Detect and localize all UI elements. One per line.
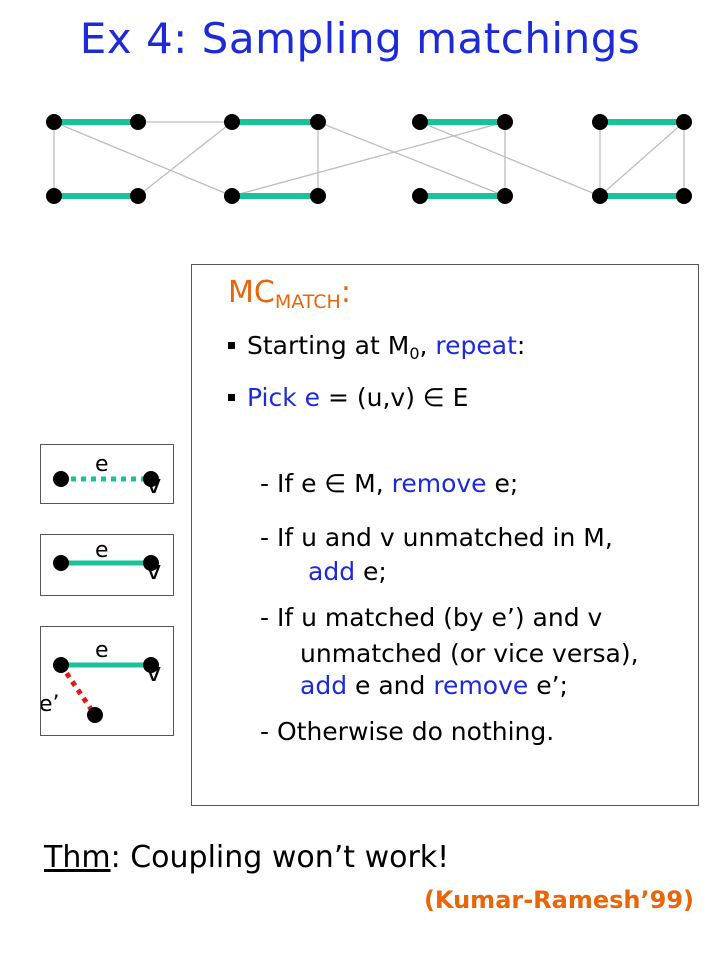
graph-edge xyxy=(231,121,506,197)
case-remove-diagram: u v e xyxy=(53,452,161,500)
graph-node xyxy=(310,188,326,204)
node-u xyxy=(53,555,69,571)
graph-node xyxy=(592,188,608,204)
rule-swap-line2: unmatched (or vice versa), xyxy=(300,639,639,668)
case-swap-diagram: u v e e’ xyxy=(41,638,161,723)
bullet-starting: Starting at M0, repeat: xyxy=(228,331,525,363)
label-e: e xyxy=(95,452,109,477)
case-remove: u v e xyxy=(40,444,174,504)
label-e: e xyxy=(95,638,109,663)
node-u xyxy=(53,471,69,487)
rule-remove: - If e ∈ M, remove e; xyxy=(260,469,519,498)
rule-swap-line1: - If u matched (by e’) and v xyxy=(260,603,603,632)
node-v xyxy=(143,555,159,571)
rule-add-line2: add e; xyxy=(308,557,387,586)
graph-node xyxy=(224,188,240,204)
removed-edge xyxy=(58,663,98,717)
graph-edge xyxy=(599,121,685,197)
graph-edge xyxy=(419,121,601,197)
label-v: v xyxy=(146,470,161,500)
label-v: v xyxy=(146,658,161,688)
algorithm-box: MCMATCH: Starting at M0, repeat: Pick e … xyxy=(191,264,699,806)
graph-node xyxy=(130,188,146,204)
theorem: Thm: Coupling won’t work! xyxy=(44,840,450,875)
graph-edge xyxy=(317,121,506,197)
node-w xyxy=(87,707,103,723)
node-u xyxy=(53,657,69,673)
bullet-icon xyxy=(228,393,235,401)
graph-node xyxy=(46,114,62,130)
algorithm-title: MCMATCH: xyxy=(228,275,351,313)
graph-node xyxy=(412,114,428,130)
graph-edge xyxy=(137,121,233,197)
slide-title: Ex 4: Sampling matchings xyxy=(79,14,641,63)
graph-edge xyxy=(53,121,233,197)
graph-node xyxy=(46,188,62,204)
graph-node xyxy=(310,114,326,130)
node-v xyxy=(143,657,159,673)
graph-node xyxy=(676,188,692,204)
graph-node xyxy=(130,114,146,130)
citation: (Kumar-Ramesh’99) xyxy=(423,886,694,914)
bullet-pick-edge: Pick e = (u,v) ∈ E xyxy=(228,383,468,412)
graph-diagram xyxy=(46,114,692,204)
graph-node xyxy=(224,114,240,130)
label-e-prime: e’ xyxy=(41,692,60,717)
graph-node xyxy=(592,114,608,130)
graph-node xyxy=(412,188,428,204)
rule-nothing: - Otherwise do nothing. xyxy=(260,717,555,746)
rule-add-line1: - If u and v unmatched in M, xyxy=(260,523,613,552)
case-add-diagram: u v e xyxy=(53,538,161,586)
graph-node xyxy=(676,114,692,130)
label-e: e xyxy=(95,538,109,563)
graph-node xyxy=(497,114,513,130)
case-add: u v e xyxy=(40,534,174,596)
label-v: v xyxy=(146,556,161,586)
graph-node xyxy=(497,188,513,204)
case-swap: u v e e’ xyxy=(40,626,174,736)
node-v xyxy=(143,471,159,487)
bullet-icon xyxy=(228,341,235,349)
rule-swap-line3: add e and remove e’; xyxy=(300,671,568,700)
